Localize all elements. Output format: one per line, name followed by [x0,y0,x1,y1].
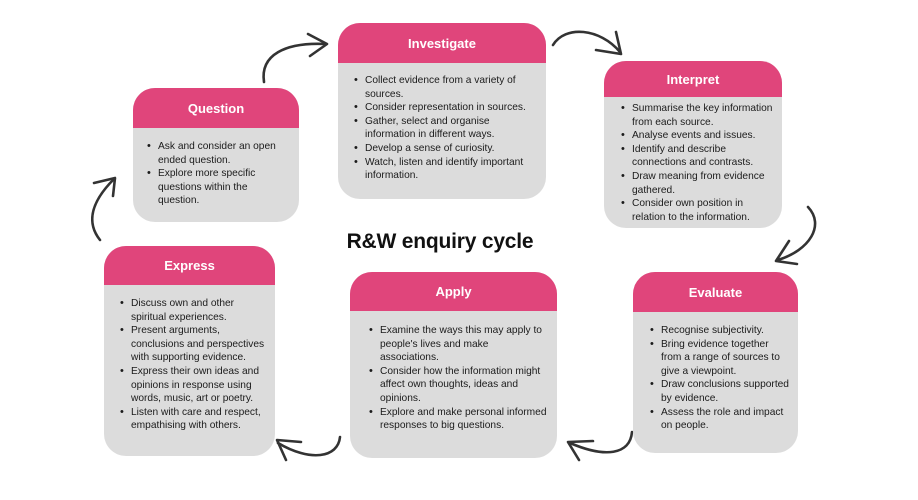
stage-points-question: Ask and consider an open ended question.… [133,128,299,208]
stage-card-investigate: Investigate Collect evidence from a vari… [338,23,546,199]
stage-point: Draw meaning from evidence gathered. [621,170,774,197]
arrow-interpret-to-evaluate [774,205,817,266]
stage-point: Examine the ways this may apply to peopl… [369,324,549,365]
stage-heading-express: Express [104,246,275,285]
stage-card-interpret: Interpret Summarise the key information … [604,61,782,228]
stage-point: Consider how the information might affec… [369,365,549,406]
arrow-apply-to-express [275,435,342,462]
stage-point: Express their own ideas and opinions in … [120,365,269,406]
stage-point: Gather, select and organise information … [354,115,536,142]
stage-heading-evaluate: Evaluate [633,272,798,312]
stage-point: Explore more specific questions within t… [147,167,289,208]
stage-point: Draw conclusions supported by evidence. [650,378,790,405]
arrow-investigate-to-interpret [551,30,623,56]
stage-point: Assess the role and impact on people. [650,406,790,433]
stage-point: Identify and describe connections and co… [621,143,774,170]
stage-points-evaluate: Recognise subjectivity. Bring evidence t… [633,312,798,433]
stage-point: Listen with care and respect, empathisin… [120,406,269,433]
stage-card-apply: Apply Examine the ways this may apply to… [350,272,557,458]
diagram-title: R&W enquiry cycle [346,230,534,253]
stage-point: Develop a sense of curiosity. [354,142,536,156]
stage-point: Consider own position in relation to the… [621,197,774,224]
stage-card-question: Question Ask and consider an open ended … [133,88,299,222]
arrow-evaluate-to-apply [566,430,634,462]
stage-points-apply: Examine the ways this may apply to peopl… [350,311,557,433]
stage-point: Analyse events and issues. [621,129,774,143]
stage-point: Present arguments, conclusions and persp… [120,324,269,365]
stage-card-express: Express Discuss own and other spiritual … [104,246,275,456]
stage-heading-question: Question [133,88,299,128]
stage-point: Ask and consider an open ended question. [147,140,289,167]
stage-point: Discuss own and other spiritual experien… [120,297,269,324]
stage-points-investigate: Collect evidence from a variety of sourc… [338,63,546,183]
stage-heading-interpret: Interpret [604,61,782,97]
stage-point: Consider representation in sources. [354,101,536,115]
stage-points-interpret: Summarise the key information from each … [604,97,782,224]
stage-point: Collect evidence from a variety of sourc… [354,74,536,101]
stage-heading-investigate: Investigate [338,23,546,63]
arrow-express-to-question [91,176,117,242]
stage-points-express: Discuss own and other spiritual experien… [104,285,275,433]
arrow-question-to-investigate [262,32,329,84]
stage-card-evaluate: Evaluate Recognise subjectivity. Bring e… [633,272,798,453]
stage-point: Explore and make personal informed respo… [369,406,549,433]
stage-point: Summarise the key information from each … [621,102,774,129]
stage-point: Recognise subjectivity. [650,324,790,338]
stage-heading-apply: Apply [350,272,557,311]
stage-point: Bring evidence together from a range of … [650,338,790,379]
stage-point: Watch, listen and identify important inf… [354,156,536,183]
